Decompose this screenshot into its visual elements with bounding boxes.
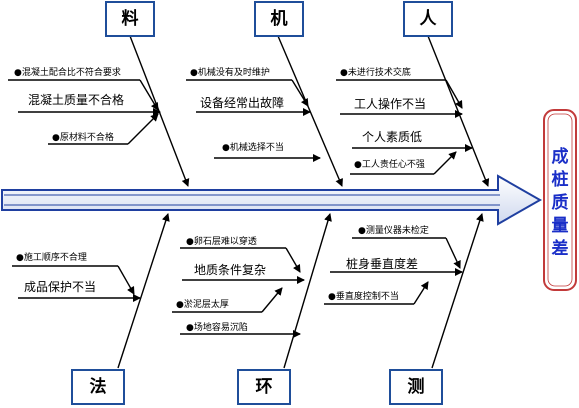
category-machine-box (254, 1, 304, 37)
effect-char-4: 量 (552, 215, 569, 236)
bone-measurement (431, 213, 484, 369)
category-people: 人 (403, 1, 453, 37)
spine-arrow (1, 174, 543, 226)
category-measurement-label: 测 (408, 376, 425, 397)
bone-material (129, 35, 190, 187)
material-cause-3-arrow (127, 113, 159, 145)
people-cause-4: ●工人责任心不强 (354, 158, 425, 170)
people-cause-4-arrow (433, 151, 457, 175)
category-people-label: 人 (420, 9, 438, 29)
material-cause-1: ●混凝土配合比不符合要求 (14, 66, 121, 78)
measure-cause-3: ●垂直度控制不当 (328, 290, 399, 302)
category-environment-box (237, 369, 291, 405)
category-people-box (403, 1, 453, 37)
effect-box: 成 桩 质 量 差 (543, 109, 577, 291)
method-cause-1-arrow (117, 265, 135, 295)
people-cause-1-arrow (445, 79, 463, 109)
category-environment: 环 (237, 369, 291, 405)
category-measurement: 测 (389, 369, 443, 405)
measure-cause-1-arrow (445, 237, 461, 269)
people-cause-1: ●未进行技术交底 (340, 66, 411, 78)
method-cause-1: ●施工顺序不合理 (16, 251, 87, 263)
measure-cause-2: 桩身垂直度差 (346, 256, 418, 271)
env-cause-3: ●淤泥层太厚 (176, 298, 229, 310)
effect-box-inner (547, 113, 573, 287)
category-machine-label: 机 (271, 8, 288, 29)
machine-cause-3: ●机械选择不当 (222, 141, 284, 153)
machine-cause-2: 设备经常出故障 (200, 95, 284, 110)
people-cause-3: 个人素质低 (362, 130, 422, 144)
category-measurement-box (389, 369, 443, 405)
people-cause-2: 工人操作不当 (354, 96, 426, 111)
category-environment-label: 环 (256, 377, 273, 397)
category-material: 料 (105, 1, 155, 37)
env-cause-1: ●卵石层难以穿透 (186, 235, 257, 247)
material-cause-2: 混凝土质量不合格 (28, 92, 124, 107)
category-material-box (105, 1, 155, 37)
material-cause-1-arrow (139, 79, 159, 111)
machine-cause-1: ●机械没有及时维护 (190, 66, 270, 78)
bone-method (117, 213, 170, 369)
machine-cause-1-arrow (291, 79, 309, 107)
env-cause-4: ●场地容易沉陷 (186, 321, 248, 333)
env-cause-3-arrow (261, 287, 283, 313)
env-cause-2: 地质条件复杂 (194, 263, 266, 277)
category-material-label: 料 (122, 8, 139, 29)
bone-people (427, 35, 490, 187)
effect-char-1: 成 (552, 146, 569, 167)
effect-char-3: 质 (552, 193, 569, 213)
material-cause-3: ●原材料不合格 (52, 131, 114, 143)
bone-environment (283, 213, 332, 369)
category-method-label: 法 (90, 376, 107, 397)
env-cause-1-arrow (285, 247, 301, 273)
method-cause-2: 成品保护不当 (24, 280, 96, 294)
category-method: 法 (71, 369, 125, 405)
measure-cause-3-arrow (413, 281, 429, 305)
effect-char-5: 差 (552, 238, 569, 259)
bone-machine (277, 35, 343, 187)
effect-char-2: 桩 (552, 169, 569, 190)
measure-cause-1: ●测量仪器未检定 (358, 224, 429, 236)
category-method-box (71, 369, 125, 405)
category-machine: 机 (254, 1, 304, 37)
